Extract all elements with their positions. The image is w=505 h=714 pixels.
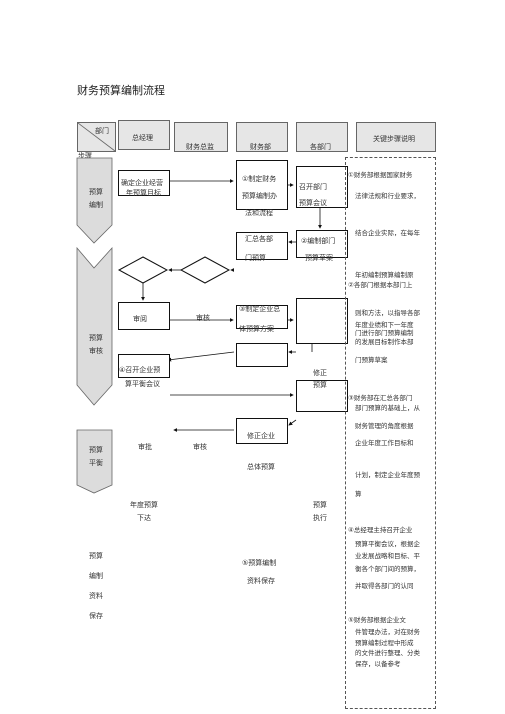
header-col-cfo-label: 财务总监 [186,143,214,151]
fin-system-line1: ①制定财务 [242,175,277,183]
phase-label-review: 预算审核 [89,334,103,355]
note-line: 并取得各部门的认同 [355,582,414,590]
fin-system-line3: 法和流程 [245,209,273,217]
note-line: 门进行部门预算编制 [355,329,414,337]
note-line: ③财务部在汇总各部门 [348,394,413,402]
gm-meeting-line2: 算平衡会议 [125,380,160,388]
phase-label-compile: 预算编制 [89,188,103,209]
note-line: 企业年度工作目标和 [355,439,414,447]
review-mid-label: 审核 [196,314,210,322]
fin-revise-line2: 总体预算 [247,463,275,471]
note-line: 预算平衡会议，根据企 [355,540,420,548]
approve-label: 审批 [138,443,152,451]
notes-panel [345,157,436,709]
note-line: ①财务部根据国家财务 [348,171,413,179]
issue-line1: 年度预算 [130,501,158,509]
note-line: 年度业绩和下一年度 [355,321,414,329]
phase-tab-balance [76,429,113,494]
fin-system-line2: 预算编制办 [242,192,277,200]
page-title: 财务预算编制流程 [77,84,165,97]
header-diagonal-line [78,123,116,152]
issue-line2: 下达 [137,514,151,522]
dept-revise-line2: 预算 [313,381,327,389]
gm-goal-line1: 确定企业经营 [121,179,163,187]
box-dept-revise: 预算 [296,380,348,412]
box-gm-goal: 确定企业经营 年预算目标 [118,170,170,197]
note-line: 的文件进行整理、分类 [355,649,420,657]
fin-plan-line2: 体预算方案 [239,325,274,333]
execute-line2: 执行 [313,514,327,522]
execute-line1: 预算 [313,501,327,509]
box-fin-revise-top [236,343,288,367]
box-gm-meeting: ④召开企业预 算平衡会议 [118,354,170,388]
dept-meeting-line2: 预算会议 [299,199,327,207]
note-line: 门预算草案 [355,356,388,364]
note-line: 衡各个部门间的预算， [355,565,420,573]
note-line: 结合企业实际，在每年 [355,229,420,237]
note-line: 年初编制预算编制原 [355,271,414,279]
note-line: 财务管理的角度根据 [355,422,414,430]
archive-line1: ⑤预算编制 [242,559,277,567]
header-col-gm-label: 总经理 [132,134,153,142]
header-col-depts: 各部门 [296,122,348,152]
header-col-notes: 关键步骤说明 [356,122,436,152]
header-col-finance-label: 财务部 [250,143,271,151]
header-dept-step-cell [77,122,116,152]
note-line: ④总经理主持召开企业 [348,526,413,534]
header-col-gm: 总经理 [118,120,170,150]
header-step-label: 步骤 [78,152,92,160]
header-col-cfo: 财务总监 [174,122,228,152]
note-line: 预算编制过程中形成 [355,639,414,647]
note-line: 的发展目标制作本部 [355,338,414,346]
header-dept-label: 部门 [95,127,109,135]
phase-label-balance: 预算平衡 [89,446,103,467]
dept-revise-line1: 修正 [313,369,327,377]
phase-chevron-review [76,246,113,406]
fin-summary-line1: 汇总各部 [245,235,273,243]
phase-chevron-compile [76,157,113,244]
note-line: 算 [355,490,362,498]
decision-diamond-cfo [179,256,231,284]
box-fin-system: ①制定财务 预算编制办 法和流程 [236,160,288,217]
note-line: 保存，以备参考 [355,660,401,668]
note-line: 部门预算的基础上，从 [355,404,420,412]
note-line: 计划，制定企业年度预 [355,471,420,479]
box-fin-revise: 修正企业 总体预算 [236,418,288,471]
dept-draft-line1: ②编制部门 [301,237,336,245]
dept-meeting-line1: 召开部门 [299,183,327,191]
gm-meeting-line1: ④召开企业预 [119,366,161,374]
fin-plan-line1: ③制定企业总 [239,305,281,313]
review-left-label: 审阅 [133,315,147,323]
box-fin-plan: ③制定企业总 体预算方案 [236,305,288,333]
header-col-depts-label: 各部门 [310,143,331,151]
gm-goal-line2: 年预算目标 [126,189,161,197]
audit-label: 审核 [193,443,207,451]
note-line: 业发展战略和目标、平 [355,552,420,560]
note-line: 法律法规和行业要求， [355,192,420,200]
phase-label-archive: 预算编制资料保存 [89,552,103,620]
fin-revise-line1: 修正企业 [247,432,275,440]
fin-summary-line2: 门预算 [245,254,266,262]
note-line: 则和方法，以指导各部 [355,309,420,317]
note-line: ②各部门根据本部门上 [348,281,413,289]
box-dept-review [296,298,348,344]
box-review-left: 审阅 [118,302,170,330]
box-dept-meeting: 召开部门 预算会议 [296,166,348,208]
decision-diamond-gm [117,256,169,284]
box-fin-summary: 汇总各部 门预算 [236,232,288,262]
header-col-notes-label: 关键步骤说明 [373,135,415,143]
header-col-finance: 财务部 [236,122,288,152]
note-line: ⑤财务部根据企业文 [348,616,406,624]
dept-draft-line2: 预算草案 [305,254,333,262]
note-line: 件管理办法，对在财务 [355,628,420,636]
archive-line2: 资料保存 [247,577,275,585]
box-dept-draft: ②编制部门 预算草案 [296,230,348,262]
